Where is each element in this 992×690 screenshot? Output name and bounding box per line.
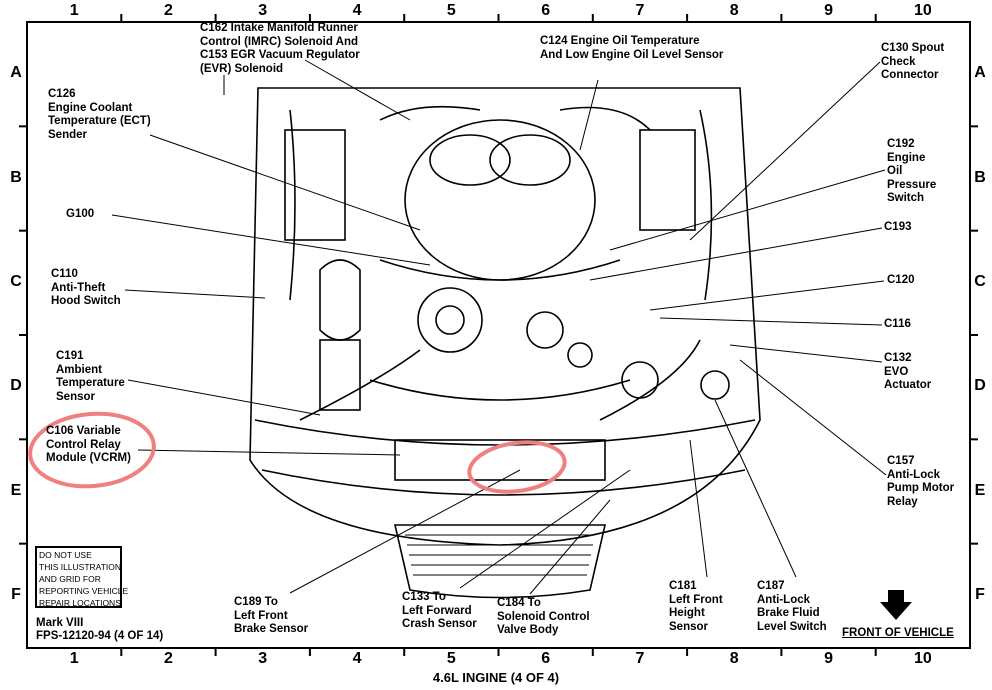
model-info: Mark VIII FPS-12120-94 (4 OF 14) <box>36 617 163 643</box>
label-c110: C110 Anti-Theft Hood Switch <box>51 268 121 307</box>
grid-row-label: F <box>11 585 21 603</box>
label-c132: C132 EVO Actuator <box>884 352 932 391</box>
label-c130: C130 Spout Check Connector <box>881 42 945 81</box>
vcrm-highlight <box>28 411 156 489</box>
label-c120: C120 <box>887 274 915 286</box>
grid-row-label: B <box>974 168 986 186</box>
grid-column-label: 10 <box>913 2 932 19</box>
label-g100: G100 <box>66 208 95 220</box>
grid-row-label: A <box>10 64 22 82</box>
front-arrow-icon <box>880 590 912 620</box>
grid-row-label: B <box>10 168 22 186</box>
grid-row-label: E <box>10 481 22 499</box>
label-c193: C193 <box>884 221 912 233</box>
label-c162: C162 Intake Manifold Runner Control (IMR… <box>200 22 360 75</box>
model-name: Mark VIII <box>36 617 84 629</box>
label-c133: C133 To Left Forward Crash Sensor <box>402 591 477 630</box>
grid-column-label: 2 <box>163 2 173 19</box>
label-c126: C126 Engine Coolant Temperature (ECT) Se… <box>48 88 151 141</box>
grid-column-label: 1 <box>69 2 79 19</box>
label-c192: C192 Engine Oil Pressure Switch <box>887 138 937 204</box>
label-c157: C157 Anti-Lock Pump Motor Relay <box>887 455 955 508</box>
grid-row-label: C <box>10 272 22 290</box>
grid-column-label: 6 <box>541 650 551 667</box>
label-c189: C189 To Left Front Brake Sensor <box>234 596 309 635</box>
grid-row-label: D <box>10 377 22 395</box>
c133-highlight <box>467 440 567 494</box>
label-c116: C116 <box>884 318 911 330</box>
grid-column-label: 3 <box>258 650 268 667</box>
grid-column-label: 6 <box>541 2 551 19</box>
grid-row-label: A <box>974 64 986 82</box>
front-of-vehicle-label: FRONT OF VEHICLE <box>842 627 954 639</box>
grid-column-label: 9 <box>824 650 833 667</box>
grid-row-label: D <box>974 377 986 395</box>
label-c184: C184 To Solenoid Control Valve Body <box>497 597 590 636</box>
grid-column-label: 5 <box>446 650 456 667</box>
grid-column-label: 9 <box>824 2 833 19</box>
grid-column-label: 7 <box>635 2 645 19</box>
grid-column-label: 4 <box>352 2 362 19</box>
grid-column-label: 7 <box>635 650 645 667</box>
highlight-circles <box>28 411 567 494</box>
grid-column-label: 8 <box>729 650 739 667</box>
grid-row-label: F <box>975 585 985 603</box>
grid-column-label: 10 <box>913 650 932 667</box>
label-c181: C181 Left Front Height Sensor <box>669 580 723 633</box>
grid-column-label: 4 <box>352 650 362 667</box>
figure-code: FPS-12120-94 (4 OF 14) <box>36 630 164 642</box>
label-c191: C191 Ambient Temperature Sensor <box>56 350 125 403</box>
grid-column-label: 2 <box>163 650 173 667</box>
grid-column-label: 8 <box>729 2 739 19</box>
warning-box: DO NOT USE THIS ILLUSTRATION AND GRID FO… <box>35 546 128 608</box>
grid-column-label: 3 <box>258 2 268 19</box>
grid-frame <box>19 14 978 656</box>
label-c187: C187 Anti-Lock Brake Fluid Level Switch <box>757 580 827 633</box>
engine-illustration <box>249 87 761 599</box>
grid-column-label: 5 <box>446 2 456 19</box>
leader-lines <box>111 59 887 595</box>
label-c124: C124 Engine Oil Temperature And Low Engi… <box>540 35 724 61</box>
grid-row-label: E <box>974 481 986 499</box>
grid-column-label: 1 <box>69 650 79 667</box>
diagram-title: 4.6L INGINE (4 OF 4) <box>432 670 560 685</box>
label-c106: C106 Variable Control Relay Module (VCRM… <box>46 425 131 464</box>
grid-row-label: C <box>974 272 986 290</box>
